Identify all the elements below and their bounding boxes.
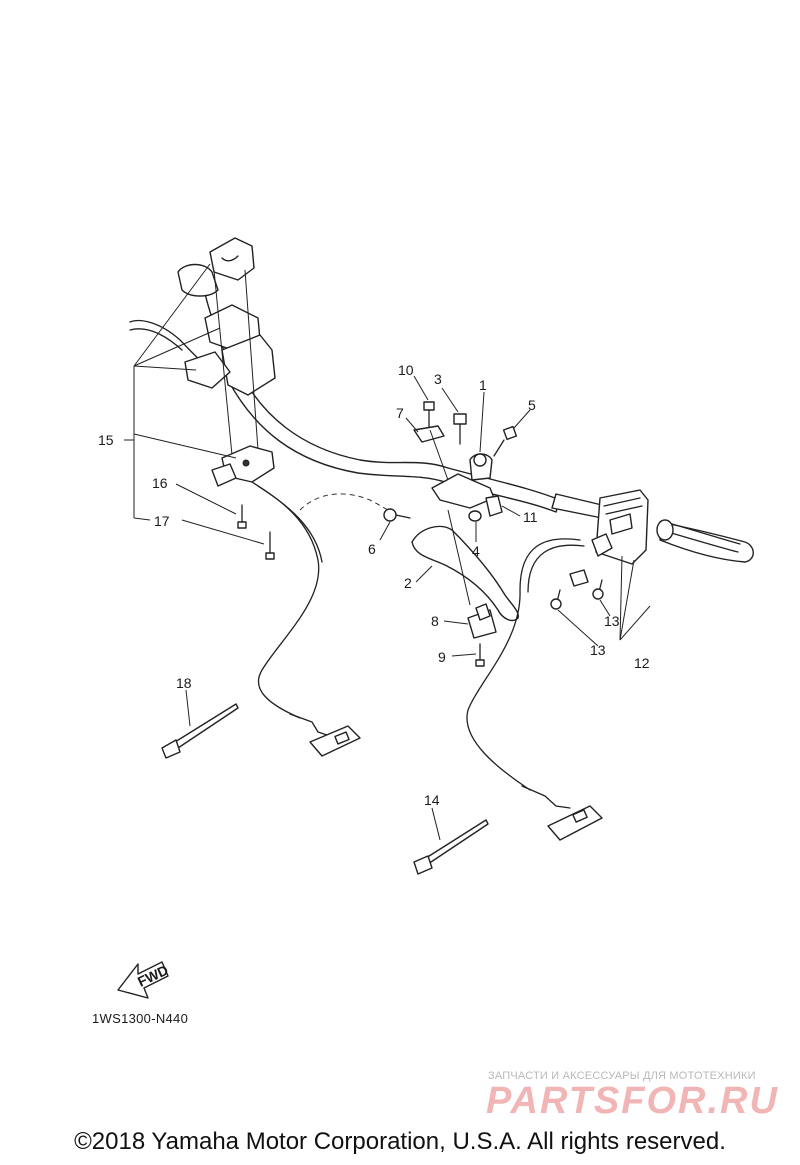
callout-3: 3 — [434, 371, 442, 387]
left-switch-assembly — [129, 237, 361, 757]
screw-16 — [237, 504, 247, 529]
fwd-label: FWD — [135, 962, 171, 990]
callout-15: 15 — [98, 432, 114, 448]
callout-16: 16 — [152, 475, 168, 491]
callout-14: 14 — [424, 792, 440, 808]
screw-17 — [265, 531, 275, 560]
screw-10 — [423, 401, 435, 429]
left-connector — [289, 713, 361, 757]
screw-9 — [475, 643, 485, 667]
callout-12: 12 — [634, 655, 650, 671]
bolt-3 — [453, 413, 467, 445]
callout-6: 6 — [368, 541, 376, 557]
callout-13-lower: 13 — [590, 642, 606, 658]
callout-8: 8 — [431, 613, 439, 629]
callout-18: 18 — [176, 675, 192, 691]
screw-6 — [383, 508, 411, 522]
callout-5: 5 — [528, 397, 536, 413]
clutch-lever-assembly — [383, 401, 519, 667]
callout-10: 10 — [398, 362, 414, 378]
right-switch-assembly — [466, 489, 754, 841]
screw-13b — [592, 579, 604, 600]
fwd-arrow-icon: FWD — [117, 961, 171, 999]
callout-labels: 1 2 3 4 5 6 7 8 9 10 11 12 13 13 14 15 1… — [98, 362, 650, 808]
copyright-notice: ©2018 Yamaha Motor Corporation, U.S.A. A… — [74, 1128, 726, 1155]
watermark-logo: PARTSFOR.RU — [486, 1080, 779, 1122]
leader-lines — [124, 263, 651, 841]
callout-2: 2 — [404, 575, 412, 591]
screw-13a — [550, 589, 562, 610]
watermark-subtitle: ЗАПЧАСТИ И АКСЕССУАРЫ ДЛЯ МОТОТЕХНИКИ — [488, 1070, 756, 1082]
callout-9: 9 — [438, 649, 446, 665]
callout-13-upper: 13 — [604, 613, 620, 629]
callout-11: 11 — [523, 509, 538, 525]
cable-tie-18 — [161, 703, 239, 759]
diagram-code: 1WS1300-N440 — [92, 1011, 189, 1026]
cable-tie-14 — [413, 819, 489, 875]
callout-7: 7 — [396, 405, 404, 421]
callout-1: 1 — [479, 377, 487, 393]
bolt-5 — [493, 425, 518, 457]
callout-4: 4 — [472, 543, 480, 559]
right-connector — [521, 785, 603, 841]
callout-17: 17 — [154, 513, 170, 529]
